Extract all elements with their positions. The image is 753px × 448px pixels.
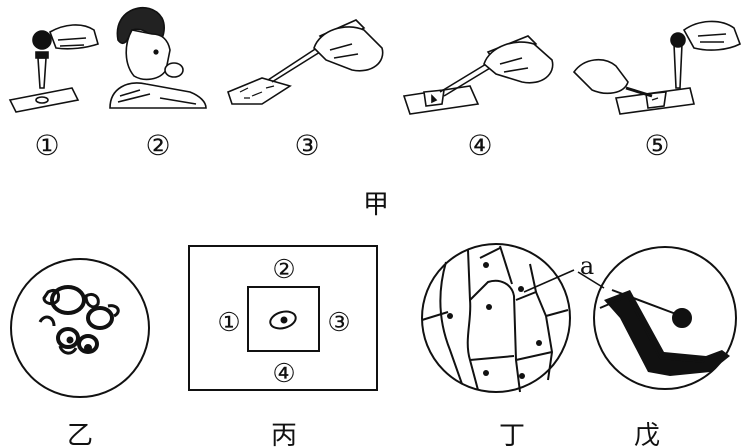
panel-label-bing: 丙: [271, 421, 297, 448]
field-label-top: ②: [272, 255, 295, 285]
step-label-4: ④: [467, 129, 492, 162]
panel-label-wu: 戊: [634, 421, 660, 448]
step-label-1: ①: [34, 129, 59, 162]
cell-label-a: a: [580, 252, 594, 280]
step4-tweezers-illustration: [402, 35, 554, 115]
field-label-right: ③: [327, 308, 350, 338]
panel-yi-view: [10, 258, 150, 398]
panel-ding-nuclei: [447, 262, 542, 379]
label-a-pointer: [523, 269, 605, 293]
step-label-3: ③: [294, 129, 319, 162]
field-label-bottom: ④: [272, 359, 295, 389]
panel-wu-view: [593, 246, 737, 390]
step3-tweezers-illustration: [227, 19, 384, 105]
group-label-jia: 甲: [363, 190, 389, 220]
step1-dropper-illustration: [8, 24, 99, 113]
field-label-left: ①: [217, 308, 240, 338]
step-label-2: ②: [145, 129, 170, 162]
panel-label-ding: 丁: [499, 421, 525, 448]
panel-ding-view: [421, 243, 571, 393]
step-label-5: ⑤: [644, 129, 669, 162]
panel-bing-view: [188, 245, 378, 391]
panel-label-yi: 乙: [67, 421, 93, 448]
step5-staining-illustration: [572, 20, 742, 115]
step2-boy-illustration: [109, 7, 207, 109]
